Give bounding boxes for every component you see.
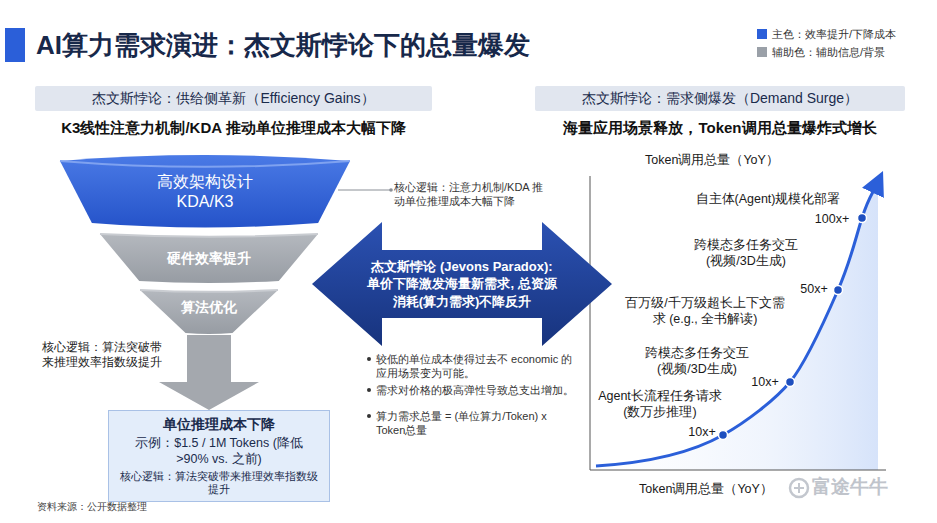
title-accent xyxy=(5,28,25,62)
bullet-note: 需求对价格的极高弹性导致总支出增加。 xyxy=(376,383,586,397)
chart-annotation: 50x+ xyxy=(792,281,836,297)
legend-text: 辅助色：辅助信息/背景 xyxy=(772,44,885,60)
shape-fill xyxy=(140,290,278,334)
chart-annotation: 百万级/千万级超长上下文需求 (e.g., 全书解读) xyxy=(619,295,791,328)
growth-curve xyxy=(596,182,878,466)
watermark-logo xyxy=(794,483,804,493)
bullet-dot xyxy=(367,357,371,361)
data-point xyxy=(834,286,843,295)
chart-annotation: Agent长流程任务请求 (数万步推理) xyxy=(593,388,727,421)
node-text: 算法优化 xyxy=(181,298,237,316)
header-band: 杰文斯悖论：供给侧革新（Efficiency Gains） xyxy=(35,86,432,111)
node-text: 硬件效率提升 xyxy=(167,249,251,267)
leader-line xyxy=(338,190,391,191)
text-label: K3线性注意力机制/KDA 推动单位推理成本大幅下降 xyxy=(35,118,432,138)
shape-fill xyxy=(312,222,612,346)
bullet-dot xyxy=(367,388,371,392)
funnel-layer: 硬件效率提升 xyxy=(100,232,318,284)
node-text: 杰文斯悖论 (Jevons Paradox): 单价下降激发海量新需求, 总资源… xyxy=(367,258,557,311)
double-arrow-shape: 杰文斯悖论 (Jevons Paradox): 单价下降激发海量新需求, 总资源… xyxy=(312,222,612,346)
funnel-outline xyxy=(60,155,350,229)
node-text: 杰文斯悖论：供给侧革新（Efficiency Gains） xyxy=(92,89,374,107)
text-label: 资料来源：公开数据整理 xyxy=(37,500,257,513)
shape-rim xyxy=(100,234,318,237)
curve-area xyxy=(596,182,878,470)
text-label: 核心逻辑：注意力机制/KDA 推动单位推理成本大幅下降 xyxy=(394,180,544,209)
x-axis xyxy=(590,470,886,471)
text-label: 富途牛牛 xyxy=(812,475,922,500)
watermark-logo xyxy=(790,479,808,497)
diagram-title: AI算力需求演进：杰文斯悖论下的总量爆发 xyxy=(36,27,530,63)
flow-arrow xyxy=(159,335,259,410)
chart-annotation: Token调用总量（YoY） xyxy=(621,481,791,497)
node-text: 杰文斯悖论：需求侧爆发（Demand Surge） xyxy=(582,89,858,107)
shape-rim xyxy=(60,161,350,167)
shape-rim xyxy=(140,290,278,292)
chart-annotation: 跨模态多任务交互 (视频/3D生成) xyxy=(639,345,755,378)
leader-dot xyxy=(389,188,393,192)
header-band: 杰文斯悖论：需求侧爆发（Demand Surge） xyxy=(535,86,905,111)
bullet-note: 算力需求总量 = (单位算力/Token) x Token总量 xyxy=(376,409,576,438)
chart-annotation: 100x+ xyxy=(809,211,855,227)
node-text: 高效架构设计 KDA/K3 xyxy=(150,172,260,212)
node-text: 核心逻辑：算法突破带来推理效率指数级提升 xyxy=(115,470,323,497)
legend-swatch xyxy=(757,29,767,39)
shape-fill xyxy=(60,155,350,228)
chart-annotation: 自主体(Agent)规模化部署 xyxy=(681,191,856,207)
funnel-layer: 高效架构设计 KDA/K3 xyxy=(60,155,350,229)
legend-swatch xyxy=(757,47,767,57)
chart-annotation: 跨模态多任务交互 (视频/3D生成) xyxy=(688,237,804,270)
shape-fill xyxy=(100,234,318,283)
node-text: 单位推理成本下降 xyxy=(163,415,275,433)
chart-annotation: 10x+ xyxy=(743,374,787,390)
bullet-dot xyxy=(367,414,371,418)
data-point xyxy=(786,378,795,387)
text-label: 核心逻辑：算法突破带来推理效率指数级提升 xyxy=(42,340,164,370)
chart-annotation: 10x+ xyxy=(680,424,724,440)
text-label: 海量应用场景释放，Token调用总量爆炸式增长 xyxy=(535,118,905,138)
chart-annotation: Token调用总量（YoY） xyxy=(627,152,797,168)
funnel-layer: 算法优化 xyxy=(140,288,278,335)
y-axis xyxy=(590,176,591,470)
node-text: 示例：$1.5 / 1M Tokens (降低 >90% vs. 之前) xyxy=(129,435,309,468)
data-point xyxy=(858,214,867,223)
result-box: 单位推理成本下降示例：$1.5 / 1M Tokens (降低 >90% vs.… xyxy=(108,410,330,502)
legend-text: 主色：效率提升/下降成本 xyxy=(772,26,896,42)
bullet-note: 较低的单位成本使得过去不 economic 的应用场景变为可能。 xyxy=(376,352,576,381)
data-point xyxy=(719,431,728,440)
